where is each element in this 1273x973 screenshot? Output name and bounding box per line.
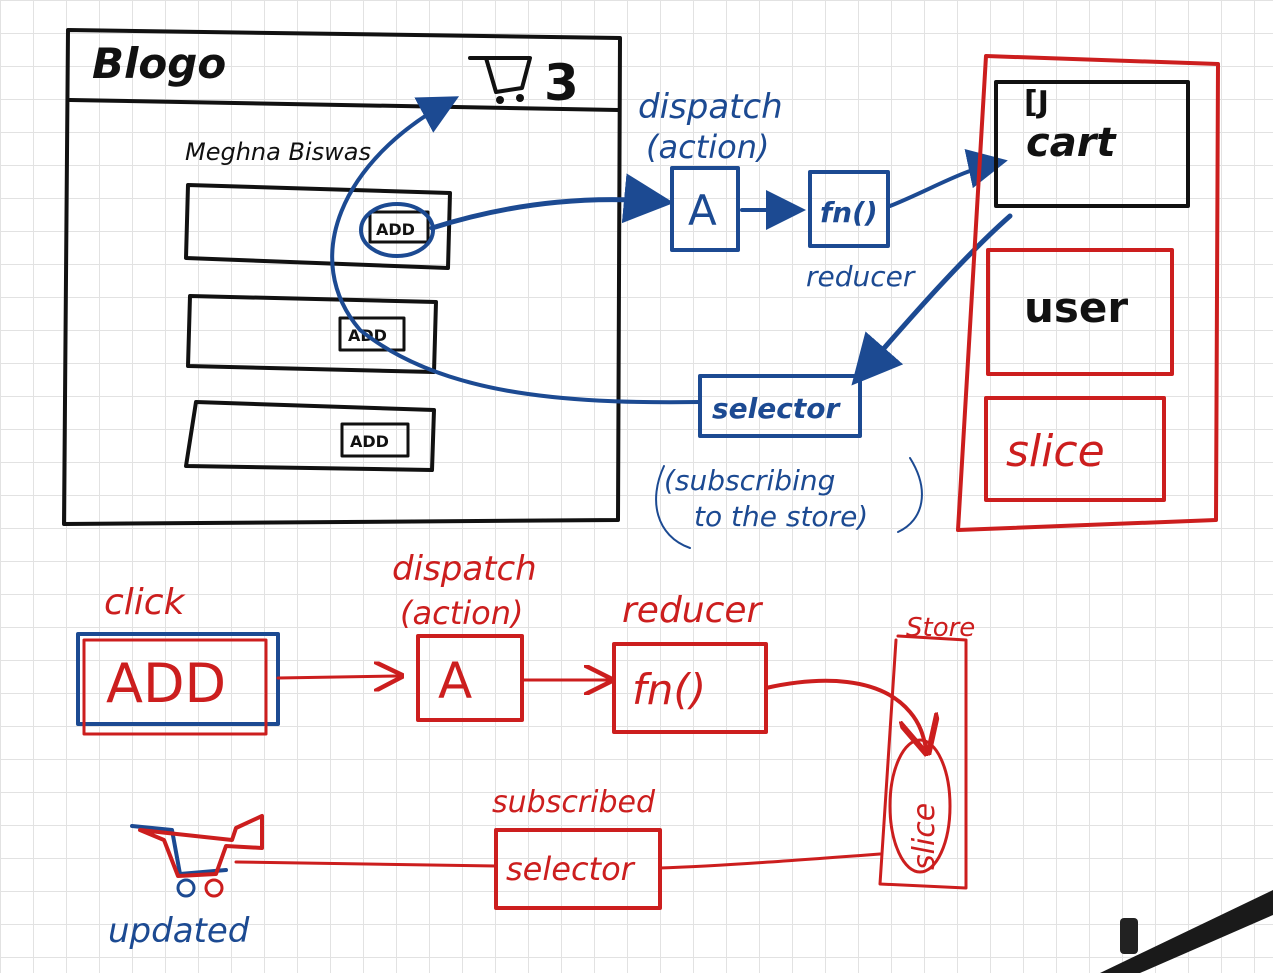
svg-text:to the store): to the store) bbox=[694, 500, 868, 533]
svg-text:(subscribing: (subscribing bbox=[664, 464, 835, 497]
store-slice-slice: slice bbox=[984, 396, 1166, 502]
add-box-bottom: ADD bbox=[76, 632, 280, 736]
dispatch-label-top: dispatch bbox=[638, 87, 783, 127]
selector-box-top: selector bbox=[698, 374, 862, 438]
arrow-selector-to-cart bbox=[330, 96, 702, 405]
reducer-box-bottom: fn() bbox=[612, 642, 768, 734]
action-box-bottom: A bbox=[416, 634, 524, 722]
svg-text:cart: cart bbox=[1026, 120, 1117, 166]
svg-text:fn(): fn() bbox=[632, 665, 706, 714]
svg-text:A: A bbox=[438, 652, 472, 710]
subscribed-label: subscribed bbox=[492, 785, 656, 820]
svg-text:slice: slice bbox=[1006, 426, 1105, 477]
click-label: click bbox=[104, 582, 187, 623]
redux-store: [J cart user slice bbox=[956, 54, 1220, 532]
add-button-2[interactable]: ADD bbox=[338, 316, 406, 352]
cart-count: 3 bbox=[544, 54, 579, 112]
cart-icon-bottom bbox=[130, 814, 264, 898]
line-selector-to-cart-bottom bbox=[234, 860, 498, 868]
author-name: Meghna Biswas bbox=[185, 138, 371, 166]
bottom-flow: click ADD dispatch (action) A reducer fn… bbox=[76, 549, 975, 951]
svg-text:ADD: ADD bbox=[350, 432, 389, 451]
add-button-3[interactable]: ADD bbox=[340, 422, 410, 458]
product-row-2 bbox=[186, 294, 438, 374]
svg-text:fn(): fn() bbox=[820, 196, 878, 229]
svg-text:ADD: ADD bbox=[106, 652, 226, 715]
store-slice-cart: [J cart bbox=[994, 80, 1190, 208]
cart-icon bbox=[468, 56, 532, 104]
top-flow: dispatch (action) A fn() reducer selecto… bbox=[330, 87, 1013, 549]
arrow-store-to-selector bbox=[851, 213, 1013, 386]
svg-text:A: A bbox=[688, 186, 717, 235]
product-row-1 bbox=[184, 183, 452, 270]
action-box-top: A bbox=[670, 166, 740, 252]
line-store-to-selector-bottom bbox=[658, 852, 882, 870]
svg-text:selector: selector bbox=[712, 392, 841, 425]
logo-text: Blogo bbox=[92, 39, 226, 88]
arrow-add-to-action bbox=[429, 173, 674, 231]
svg-text:ADD: ADD bbox=[376, 220, 415, 239]
action-label-bottom: (action) bbox=[400, 594, 523, 632]
updated-label: updated bbox=[108, 911, 250, 951]
reducer-box-top: fn() bbox=[808, 170, 890, 248]
slice-label-bottom: slice bbox=[907, 803, 942, 870]
arrow-add-to-action-bottom bbox=[276, 676, 398, 678]
dispatch-label-bottom: dispatch bbox=[392, 549, 537, 589]
arrow-reducer-to-store-bottom bbox=[764, 678, 926, 748]
subscribe-note: (subscribing to the store) bbox=[655, 457, 923, 549]
svg-text:[J: [J bbox=[1024, 85, 1049, 120]
action-label-top: (action) bbox=[646, 128, 769, 166]
reducer-label-bottom: reducer bbox=[622, 590, 764, 631]
stylus-pen bbox=[1100, 890, 1273, 973]
app-wireframe: Blogo 3 Meghna Biswas ADD ADD ADD bbox=[62, 28, 622, 526]
store-box-bottom: slice bbox=[878, 634, 968, 890]
svg-text:selector: selector bbox=[506, 850, 636, 888]
store-slice-user: user bbox=[986, 248, 1174, 376]
selector-box-bottom: selector bbox=[494, 828, 662, 910]
product-row-3 bbox=[184, 400, 436, 472]
svg-text:user: user bbox=[1024, 283, 1128, 332]
arrow-reducer-to-cart bbox=[888, 149, 1008, 208]
add-button-1[interactable]: ADD bbox=[368, 210, 430, 244]
reducer-label-top: reducer bbox=[806, 260, 916, 293]
